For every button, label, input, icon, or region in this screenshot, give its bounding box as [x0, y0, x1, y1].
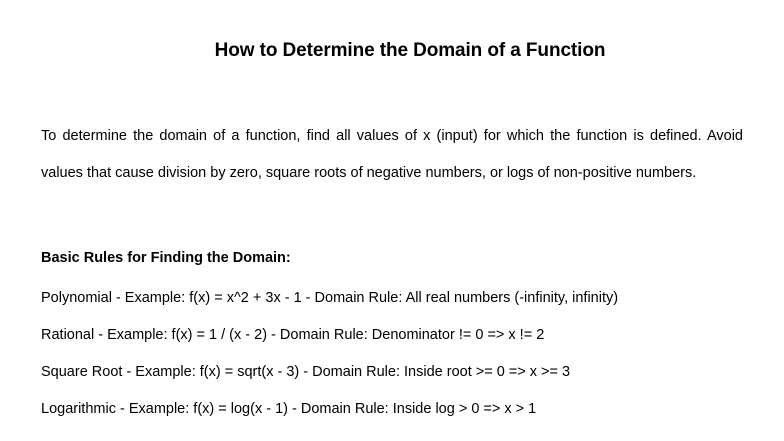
rule-square-root: Square Root - Example: f(x) = sqrt(x - 3… [41, 364, 571, 380]
intro-paragraph: To determine the domain of a function, f… [41, 128, 743, 181]
page-title: How to Determine the Domain of a Functio… [214, 40, 606, 61]
rules-heading: Basic Rules for Finding the Domain: [41, 250, 291, 266]
rule-logarithmic: Logarithmic - Example: f(x) = log(x - 1)… [41, 401, 537, 417]
rule-polynomial: Polynomial - Example: f(x) = x^2 + 3x - … [41, 290, 619, 306]
rule-rational: Rational - Example: f(x) = 1 / (x - 2) -… [41, 327, 545, 343]
rules-list: Polynomial - Example: f(x) = x^2 + 3x - … [41, 287, 618, 435]
